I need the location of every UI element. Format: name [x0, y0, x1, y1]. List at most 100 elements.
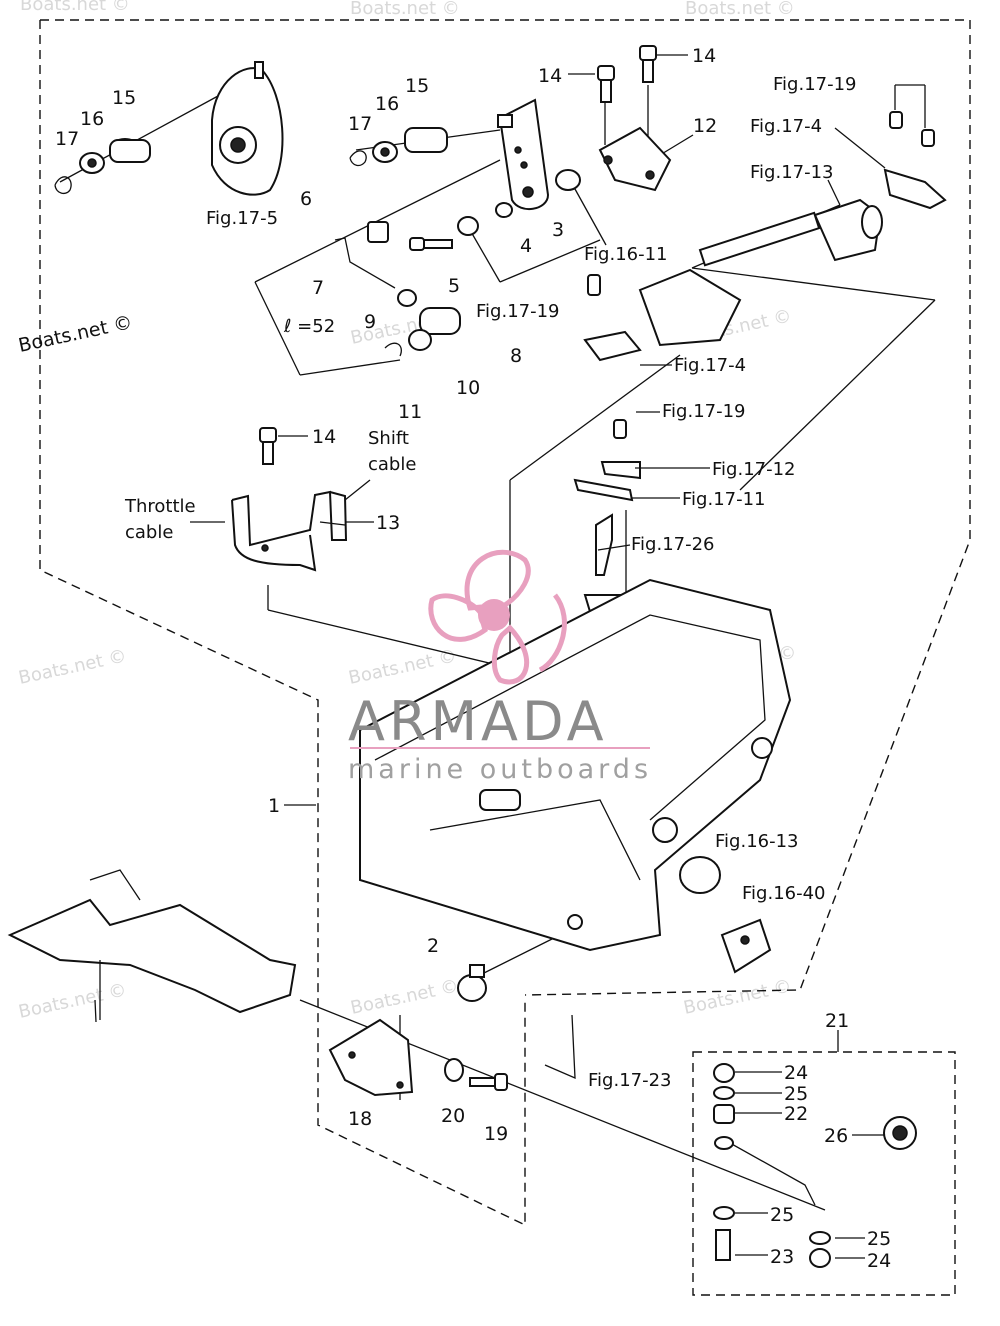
watermark-text: Boats.net ©	[16, 311, 134, 357]
boundary-assembly-1	[39, 20, 526, 1227]
pin-15-b	[404, 127, 448, 153]
callout-7: 7	[312, 277, 324, 299]
callout-21: 21	[825, 1010, 849, 1032]
callout-numbers: 1 2 3 4 5 6 7 8 9 10 11 12 13 14 14 14 1…	[55, 45, 891, 1272]
plate-fig-17-11	[573, 419, 641, 502]
link-rod-7	[334, 237, 396, 289]
ref-fig-17-11: Fig.17-11	[682, 489, 766, 510]
callout-15: 15	[405, 75, 429, 97]
callout-16: 16	[375, 93, 399, 115]
washer-16-b	[372, 141, 398, 163]
callout-5: 5	[448, 275, 460, 297]
clamp-fig-17-4-upper	[883, 111, 947, 210]
bracket-12	[598, 126, 672, 192]
callout-17: 17	[348, 113, 372, 135]
block-fig-16-40	[720, 918, 772, 974]
bushing-8	[419, 307, 461, 335]
watermark-text: Boats.net ©	[350, 0, 460, 19]
callout-4: 4	[520, 235, 532, 257]
callout-14: 14	[692, 45, 716, 67]
ref-fig-17-5: Fig.17-5	[206, 208, 278, 229]
callout-1: 1	[268, 795, 280, 817]
ref-fig-17-4: Fig.17-4	[750, 116, 822, 137]
callout-9: 9	[364, 311, 376, 333]
callout-25: 25	[770, 1204, 794, 1226]
shift-rod-assembly	[638, 211, 821, 347]
ref-fig-17-23: Fig.17-23	[588, 1070, 672, 1091]
callout-22: 22	[784, 1103, 808, 1125]
callout-8: 8	[510, 345, 522, 367]
collar-3	[457, 216, 479, 236]
throttle-lever-assembly	[211, 61, 284, 196]
ref-fig-17-26: Fig.17-26	[631, 534, 715, 555]
callout-12: 12	[693, 115, 717, 137]
callout-14: 14	[538, 65, 562, 87]
figure-references: Fig.17-5 Fig.17-19 Fig.17-4 Fig.17-13 Fi…	[206, 74, 857, 1091]
callout-24: 24	[784, 1062, 808, 1084]
mount-bracket-18	[328, 1018, 414, 1097]
shift-cable-label: cable	[368, 454, 416, 475]
ref-fig-16-11: Fig.16-11	[584, 244, 668, 265]
brand-tagline: marine outboards	[348, 754, 652, 785]
clamp-fig-17-4-lower	[583, 274, 642, 362]
callout-15: 15	[112, 87, 136, 109]
bottom-cowling-1	[359, 578, 792, 952]
callout-13: 13	[376, 512, 400, 534]
watermark-text: Boats.net ©	[17, 980, 129, 1023]
ref-fig-17-19: Fig.17-19	[773, 74, 857, 95]
bolt-14	[597, 45, 657, 103]
callout-11: 11	[398, 401, 422, 423]
lever-pin-15	[109, 138, 151, 163]
callout-20: 20	[441, 1105, 465, 1127]
ref-fig-17-19: Fig.17-19	[662, 401, 746, 422]
length-note: ℓ =52	[283, 316, 335, 337]
nut-9	[397, 289, 417, 307]
callout-24: 24	[867, 1250, 891, 1272]
bolt-19	[469, 1073, 508, 1091]
ref-fig-16-13: Fig.16-13	[715, 831, 799, 852]
boundary-kit-21	[692, 1051, 956, 1296]
watermark-text: Boats.net ©	[685, 0, 795, 19]
clip-17-b	[349, 150, 367, 167]
callout-2: 2	[427, 935, 439, 957]
callout-23: 23	[770, 1246, 794, 1268]
washer-20	[444, 1058, 464, 1082]
clip-17	[54, 176, 72, 195]
ref-fig-17-4: Fig.17-4	[674, 355, 746, 376]
clip-11	[384, 342, 402, 357]
callout-18: 18	[348, 1108, 372, 1130]
washer-10	[408, 329, 432, 351]
propeller-logo-icon	[428, 549, 567, 685]
callout-10: 10	[456, 377, 480, 399]
callout-25: 25	[867, 1228, 891, 1250]
cap-fig-16-13	[679, 856, 721, 894]
washer-16	[79, 152, 105, 174]
callout-3: 3	[552, 219, 564, 241]
callout-16: 16	[80, 108, 104, 130]
kit-21-parts	[713, 1063, 917, 1268]
callout-14: 14	[312, 426, 336, 448]
annotations: ℓ =52 Shift cable Throttle cable	[124, 316, 416, 543]
callout-17: 17	[55, 128, 79, 150]
ref-fig-17-12: Fig.17-12	[712, 459, 796, 480]
assembly-boundaries	[39, 19, 971, 1296]
bolt-5	[409, 237, 453, 251]
callout-6: 6	[300, 188, 312, 210]
callout-26: 26	[824, 1125, 848, 1147]
rod-fig-17-23	[544, 1014, 576, 1080]
ref-fig-16-40: Fig.16-40	[742, 883, 826, 904]
watermark-text: Boats.net ©	[20, 0, 130, 15]
boundary-assembly-1	[40, 19, 971, 996]
callout-19: 19	[484, 1123, 508, 1145]
plug-2	[457, 964, 487, 1002]
throttle-cable-label: cable	[125, 522, 173, 543]
throttle-cable-label: Throttle	[124, 496, 196, 517]
watermark-text: Boats.net ©	[349, 976, 461, 1019]
callout-25: 25	[784, 1083, 808, 1105]
brand-watermark: ARMADA marine outboards	[348, 549, 652, 785]
ref-fig-17-19: Fig.17-19	[476, 301, 560, 322]
callout-ticks	[190, 54, 926, 1259]
watermark-text: Boats.net ©	[17, 646, 129, 689]
